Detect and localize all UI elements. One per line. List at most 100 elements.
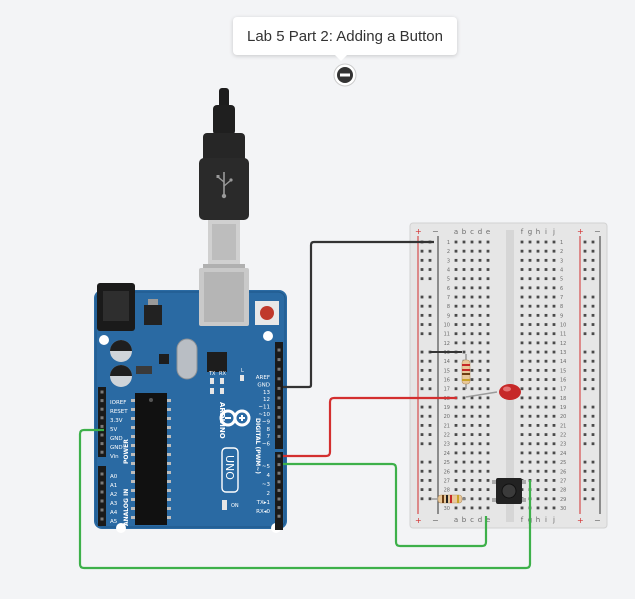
red-led[interactable] (465, 384, 521, 400)
digital-pin-label-0: AREF (256, 375, 270, 381)
analog-pin-label-4: A4 (110, 510, 118, 516)
bb-row-right-12: 12 (560, 341, 566, 347)
power-pin-label-1: RESET (110, 409, 128, 415)
power-pin-label-2: 3.3V (110, 418, 123, 424)
bb-row-left-25: 25 (444, 460, 450, 466)
bb-col-bottom-j: j (552, 516, 555, 524)
power-pin-label-4: GND (110, 436, 123, 442)
bb-row-left-10: 10 (444, 323, 450, 329)
center-channel (506, 230, 514, 522)
bb-col-top-j: j (552, 228, 555, 236)
bb-row-right-3: 3 (560, 258, 563, 264)
rx-label: RX (219, 371, 226, 377)
bb-row-right-4: 4 (560, 268, 563, 274)
bb-row-right-10: 10 (560, 323, 566, 329)
bb-row-right-1: 1 (560, 240, 563, 246)
bb-row-right-8: 8 (560, 304, 563, 310)
digital-pin-label-15: RX◂0 (256, 509, 270, 515)
bb-row-right-28: 28 (560, 488, 566, 494)
power-pin-label-5: GND (110, 445, 123, 451)
bb-row-left-1: 1 (447, 240, 450, 246)
wire-gnd-black[interactable] (283, 240, 434, 389)
wire-pin7-red[interactable] (283, 396, 457, 458)
rail-plus-label-tl: + (415, 227, 422, 236)
analog-header (98, 466, 106, 526)
capacitor-1 (110, 340, 132, 362)
bb-col-top-d: d (478, 228, 482, 236)
analog-header-label: ANALOG IN (123, 489, 130, 526)
bb-row-left-4: 4 (447, 268, 450, 274)
bb-row-right-25: 25 (560, 460, 566, 466)
analog-pin-label-5: A5 (110, 519, 118, 525)
bb-row-left-7: 7 (447, 295, 450, 301)
bb-row-right-2: 2 (560, 249, 563, 255)
bb-row-left-5: 5 (447, 277, 450, 283)
uno-model-label: UNO (223, 455, 236, 480)
bb-row-right-30: 30 (560, 506, 566, 512)
collapse-note-icon[interactable] (333, 63, 357, 87)
bb-row-left-19: 19 (444, 405, 450, 411)
resistor-button[interactable] (432, 494, 466, 504)
digital-pin-label-4: ~11 (258, 405, 270, 411)
bb-row-left-21: 21 (444, 423, 450, 429)
push-button[interactable] (492, 478, 526, 504)
power-pin-label-6: Vin (110, 454, 119, 460)
bb-row-left-16: 16 (444, 378, 450, 384)
bb-row-left-3: 3 (447, 258, 450, 264)
wire-pin6-green[interactable] (283, 462, 488, 548)
atmega-chip (135, 393, 167, 525)
rail-plus-label-br: + (577, 516, 584, 525)
bb-row-right-19: 19 (560, 405, 566, 411)
tx-label: TX (208, 371, 216, 377)
bb-col-bottom-d: d (478, 516, 482, 524)
bb-row-left-17: 17 (444, 387, 450, 393)
l-led-label: L (241, 368, 244, 374)
arduino-logo-icon (219, 409, 251, 427)
rail-plus-label-tr: + (577, 227, 584, 236)
bb-row-left-2: 2 (447, 249, 450, 255)
digital-pin-label-2: 13 (263, 390, 270, 396)
bb-row-right-14: 14 (560, 359, 566, 365)
analog-pin-label-0: A0 (110, 474, 118, 480)
analog-pin-label-3: A3 (110, 501, 118, 507)
bb-col-top-a: a (454, 228, 458, 236)
digital-pin-label-3: 12 (263, 397, 270, 403)
bb-row-left-28: 28 (444, 488, 450, 494)
crystal-oscillator (176, 338, 198, 380)
rail-minus-label-bl: − (432, 516, 439, 525)
bb-row-right-13: 13 (560, 350, 566, 356)
bb-row-right-21: 21 (560, 423, 566, 429)
power-header (98, 387, 106, 457)
bb-col-top-c: c (470, 228, 474, 236)
usb-symbol-icon (216, 172, 233, 199)
resistor-led[interactable] (461, 354, 471, 389)
digital-header-high (275, 342, 283, 449)
bb-col-top-i: i (545, 228, 547, 236)
rail-minus-label-br: − (594, 516, 601, 525)
usb-cable[interactable] (199, 88, 249, 270)
bb-col-bottom-e: e (486, 516, 490, 524)
bb-row-right-15: 15 (560, 368, 566, 374)
note-callout[interactable]: Lab 5 Part 2: Adding a Button (233, 17, 457, 55)
arduino-uno-board[interactable]: TX RX L ON ARDUINO UNO IOREFRESET3.3V5VG… (94, 268, 287, 533)
rail-minus-label-tr: − (594, 227, 601, 236)
bb-row-right-29: 29 (560, 497, 566, 503)
digital-pin-label-13: 2 (267, 491, 271, 497)
bb-col-bottom-h: h (536, 516, 540, 524)
wire-5v-green[interactable] (78, 428, 532, 570)
bb-col-top-f: f (521, 228, 524, 236)
digital-pin-label-8: 7 (267, 434, 271, 440)
on-led-label: ON (231, 503, 239, 509)
bb-row-right-22: 22 (560, 433, 566, 439)
digital-header-label: DIGITAL (PWM~) (254, 418, 261, 474)
bb-row-right-7: 7 (560, 295, 563, 301)
bb-row-left-27: 27 (444, 478, 450, 484)
arduino-brand-label: ARDUINO (218, 402, 226, 439)
bb-row-right-27: 27 (560, 478, 566, 484)
bb-row-left-23: 23 (444, 442, 450, 448)
analog-pin-label-1: A1 (110, 483, 117, 489)
digital-pin-label-1: GND (257, 382, 270, 388)
bb-col-top-g: g (528, 228, 532, 236)
